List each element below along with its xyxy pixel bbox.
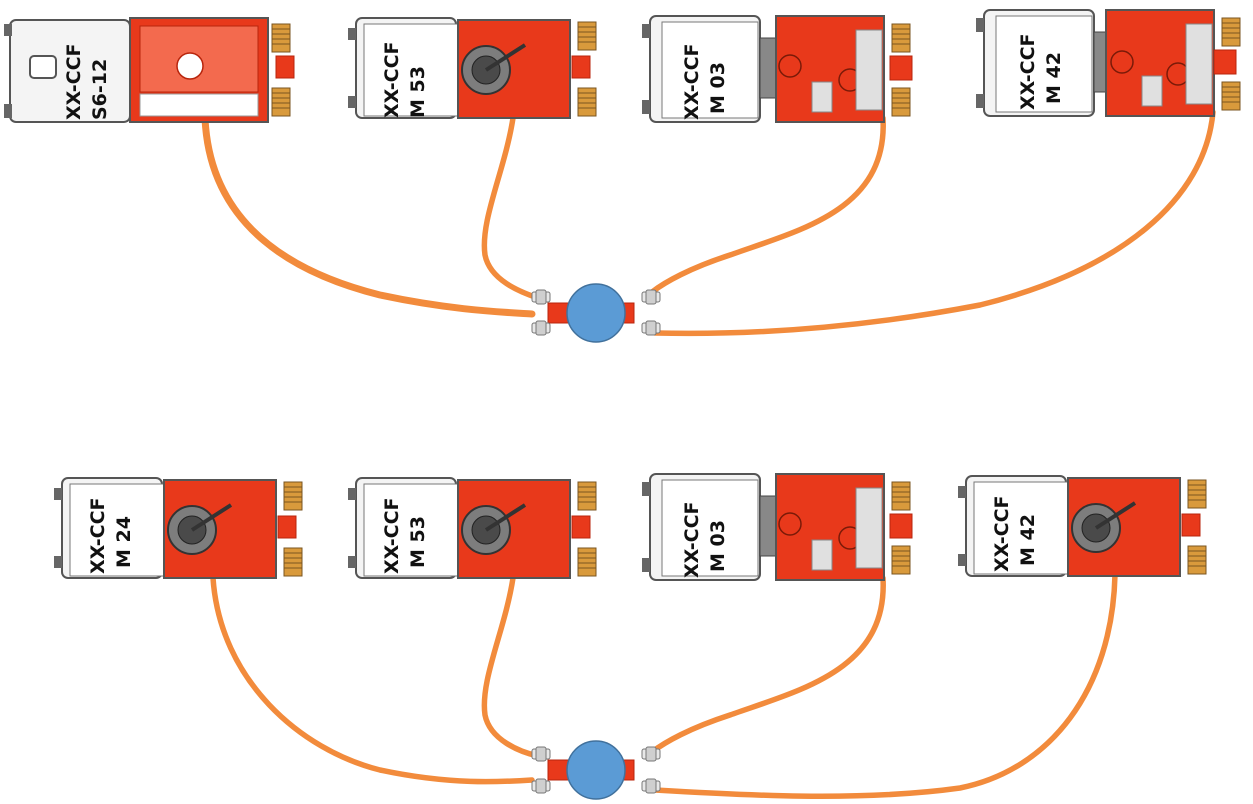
hose-line — [481, 575, 541, 759]
plate-line-2: M 42 — [1043, 52, 1065, 104]
hose-line — [481, 115, 541, 301]
collector — [531, 283, 661, 343]
plate-line-1: XX-CCF — [381, 497, 403, 574]
truck-pumper: XX-CCF M 42 — [976, 9, 1241, 117]
blue-circle-collector-icon — [566, 283, 626, 343]
hose-line — [652, 572, 1118, 799]
svg-text:XX-CCF M 42: XX-CCF M 42 — [991, 489, 1039, 572]
plate-line-1: XX-CCF — [381, 41, 403, 118]
svg-text:XX-CCF M 24: XX-CCF M 24 — [87, 491, 135, 574]
plate-line-2: M 03 — [707, 520, 729, 572]
svg-text:XX-CCF M 42: XX-CCF M 42 — [1017, 27, 1065, 110]
plate-line-2: M 24 — [113, 516, 135, 568]
plate-line-2: M 53 — [407, 516, 429, 568]
blue-circle-collector-icon — [566, 740, 626, 800]
hose-line — [201, 114, 536, 318]
truck-monitor: XX-CCF M 24 — [54, 477, 303, 579]
plate-line-1: XX-CCF — [991, 495, 1013, 572]
svg-text:XX-CCF M 03: XX-CCF M 03 — [681, 37, 729, 120]
plate-line-1: XX-CCF — [681, 43, 703, 120]
truck-pumper: XX-CCF M 03 — [642, 15, 913, 123]
hose-line — [652, 109, 1216, 337]
svg-text:XX-CCF M 03: XX-CCF M 03 — [681, 495, 729, 578]
plate-line-1: XX-CCF — [87, 497, 109, 574]
plate-line-2: S6-12 — [89, 59, 111, 120]
plate-line-1: XX-CCF — [681, 501, 703, 578]
plate-line-1: XX-CCF — [1017, 33, 1039, 110]
svg-text:XX-CCF S6-12: XX-CCF S6-12 — [63, 37, 111, 120]
truck-pumper: XX-CCF M 03 — [642, 473, 913, 581]
plate-line-2: M 03 — [707, 62, 729, 114]
plate-line-1: XX-CCF — [63, 43, 85, 120]
svg-text:XX-CCF M 53: XX-CCF M 53 — [381, 491, 429, 574]
truck-monitor: XX-CCF M 53 — [348, 477, 597, 579]
truck-monitor: XX-CCF M 53 — [348, 17, 597, 119]
plate-line-2: M 42 — [1017, 514, 1039, 566]
hose-line — [649, 575, 886, 755]
collector — [531, 740, 661, 800]
hose-line — [210, 575, 535, 785]
truck-monitor: XX-CCF M 42 — [958, 475, 1207, 577]
svg-text:XX-CCF M 53: XX-CCF M 53 — [381, 35, 429, 118]
plate-line-2: M 53 — [407, 66, 429, 118]
truck-tanker: XX-CCF S6-12 — [4, 17, 295, 123]
hose-line — [649, 115, 886, 295]
